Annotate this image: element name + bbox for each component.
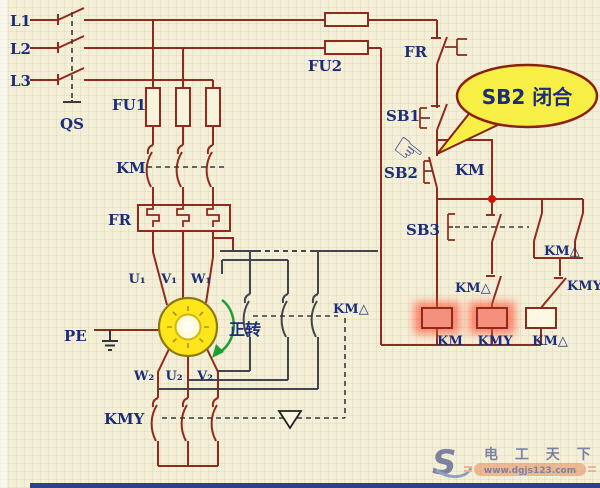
label-km-main: KM (116, 159, 146, 177)
coil-bottom-bus (381, 328, 542, 346)
mechanical-links (71, 12, 529, 419)
bottom-border (30, 483, 600, 488)
fr-nc-contact (431, 36, 467, 108)
wire-to-w1 (205, 231, 214, 304)
wire-to-u1 (152, 231, 168, 306)
label-v2: V₂ (196, 369, 213, 384)
label-coil-kmy: KMY (478, 334, 514, 349)
watermark-ticks (464, 466, 596, 472)
label-fr-main: FR (108, 211, 132, 229)
label-km-seal: KM (455, 161, 485, 179)
kmy-star-contacts (150, 397, 219, 467)
label-u1: U₁ (128, 272, 145, 287)
delta-returns (158, 370, 318, 390)
label-l2: L2 (10, 40, 31, 58)
fuse-fu2-1 (324, 12, 369, 27)
ground-symbol (102, 330, 118, 351)
tap-contact2 (221, 259, 289, 294)
label-sb3: SB3 (406, 221, 440, 239)
label-fu1: FU1 (112, 96, 146, 114)
qs-handle-bar (63, 100, 81, 103)
label-l3: L3 (10, 72, 31, 90)
label-sb2: SB2 (384, 164, 418, 182)
callout-ellipse (455, 63, 599, 129)
km-delta-branch (533, 199, 584, 309)
callout-text: SB2 闭合 (482, 85, 574, 109)
tap-contacts-1-3 (249, 251, 319, 294)
km-delta-motor-contacts (242, 293, 319, 389)
km-delta-coil (525, 307, 557, 329)
km-main-contacts (145, 144, 214, 205)
watermark: S 电 工 天 下 www.dgjs123.com (432, 443, 597, 483)
fuse-fu1 (145, 87, 221, 127)
delta-wiring (158, 250, 378, 390)
star-symbol (277, 410, 303, 430)
label-v1: V₁ (160, 272, 177, 287)
wires-below-fu1 (152, 126, 214, 145)
label-pe: PE (64, 327, 87, 345)
label-fu2: FU2 (308, 57, 342, 75)
label-coil-km-delta: KM△ (532, 334, 568, 349)
km-coil (421, 307, 453, 329)
power-circuit (30, 7, 437, 467)
sb2-start-button (423, 156, 438, 199)
motor (157, 296, 219, 358)
watermark-url: www.dgjs123.com (484, 466, 576, 476)
delta-tap-jog (213, 237, 234, 251)
fuse-fu2-2 (324, 40, 369, 55)
label-rotation: 正转 (229, 320, 261, 339)
label-w2: W₂ (133, 369, 154, 384)
sb1-stop-button (419, 103, 448, 156)
watermark-pill (474, 463, 586, 476)
label-coil-km: KM (437, 334, 463, 349)
qs-disconnect-switch (57, 7, 85, 85)
rotation-arrow (212, 299, 235, 358)
label-kmy-main: KMY (104, 410, 145, 428)
label-l1: L1 (10, 12, 31, 30)
label-km-delta-nc: KM△ (455, 281, 491, 296)
label-u2: U₂ (165, 369, 182, 384)
callout-bubble: SB2 闭合 (436, 63, 599, 155)
label-sb1: SB1 (386, 107, 420, 125)
label-qs: QS (60, 115, 84, 133)
label-km-delta-motor: KM△ (333, 302, 369, 317)
watermark-name: 电 工 天 下 (484, 446, 597, 463)
label-w1: W₁ (190, 272, 211, 287)
junction-dot (488, 195, 496, 203)
label-kmy-nc: KMY (567, 279, 600, 294)
label-km-delta-no: KM△ (544, 244, 580, 259)
coils (414, 302, 557, 334)
phase-drops (152, 20, 214, 88)
kmy-coil (476, 307, 508, 329)
fr-overload-relay (137, 204, 231, 232)
page-edge (0, 0, 7, 488)
label-fr-control: FR (404, 43, 428, 61)
